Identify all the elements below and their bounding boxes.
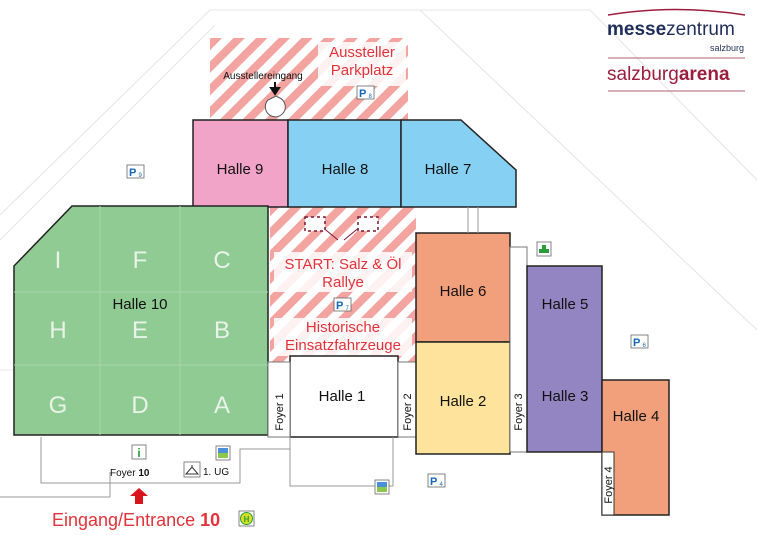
hall-2-label: Halle 2 [440,393,487,410]
hall-7[interactable] [400,119,517,208]
entrance-label[interactable]: Eingang/Entrance 10 [52,510,220,530]
foyer-2-label: Foyer 2 [402,393,414,430]
hall-8-label: Halle 8 [322,161,369,178]
hall-7-label: Halle 7 [425,161,472,178]
entrance-arrow-icon [130,488,148,504]
cloakroom-label: 1. UG [203,467,229,478]
section-h: H [49,317,66,344]
section-g: G [49,392,68,419]
hall-10-label: Halle 10 [112,296,167,313]
hall-8[interactable] [287,119,402,208]
historic-label-2: Einsatzfahrzeuge [285,337,401,354]
walkways [0,207,479,498]
logo: messezentrum salzburg salzburgarena [607,8,746,92]
hall-2[interactable] [415,341,511,455]
section-c: C [213,247,230,274]
foyer-1-label: Foyer 1 [274,393,286,430]
foyer-1[interactable] [267,361,291,438]
start-label-1: START: Salz & Öl [285,255,402,273]
hall-3-label: Halle 3 [542,388,589,405]
escalator-icon [215,445,231,461]
svg-text:salzburgarena: salzburgarena [607,64,730,85]
hall-9[interactable] [192,119,289,208]
start-label-2: Rallye [322,274,364,291]
svg-text:P: P [633,337,640,349]
hall-9-label: Halle 9 [217,161,264,178]
foyer-10-label: Foyer 10 [110,468,150,479]
section-a: A [214,392,230,419]
hall-6-label: Halle 6 [440,283,487,300]
door-icon [264,95,286,118]
svg-text:7: 7 [346,306,350,312]
bus-stop-icon: H [238,510,255,527]
checkered-flags-icon [304,216,379,241]
escalator-icon [374,479,390,495]
svg-text:P: P [336,300,343,312]
foyer-4-label: Foyer 4 [603,466,615,503]
parking-label-1: Aussteller [329,44,395,61]
cloakroom-icon [183,461,201,478]
hall-5-3[interactable] [526,265,603,453]
svg-text:9: 9 [139,173,143,179]
info-icon: i [131,444,147,460]
svg-text:8: 8 [369,94,373,100]
arrow-down-icon [269,82,281,96]
hall-10-grid [14,206,268,435]
svg-text:messezentrum: messezentrum [607,19,735,40]
svg-text:salzburg: salzburg [710,43,744,53]
parking-label-2: Parkplatz [331,62,394,79]
hall-4-label: Halle 4 [613,408,660,425]
exhibitor-entrance-label: Ausstellereingang [223,71,303,82]
hall-10[interactable] [13,205,269,436]
historic-label-1: Historische [306,319,380,336]
section-d: D [131,392,148,419]
svg-text:6: 6 [643,343,647,349]
section-f: F [133,247,148,274]
road-lines [0,9,757,371]
section-b: B [214,317,230,344]
foyer-4[interactable] [601,451,615,516]
first-aid-icon [536,241,552,257]
section-e: E [132,317,148,344]
hall-1-label: Halle 1 [319,388,366,405]
svg-text:P: P [129,167,136,179]
foyer-3-label: Foyer 3 [513,393,525,430]
hall-5-label: Halle 5 [542,296,589,313]
hall-1[interactable] [289,355,399,438]
svg-text:H: H [244,515,250,524]
svg-text:P: P [359,88,366,100]
svg-text:P: P [430,476,437,488]
section-i: I [55,247,62,274]
svg-text:i: i [137,446,140,460]
svg-text:4: 4 [440,482,444,488]
